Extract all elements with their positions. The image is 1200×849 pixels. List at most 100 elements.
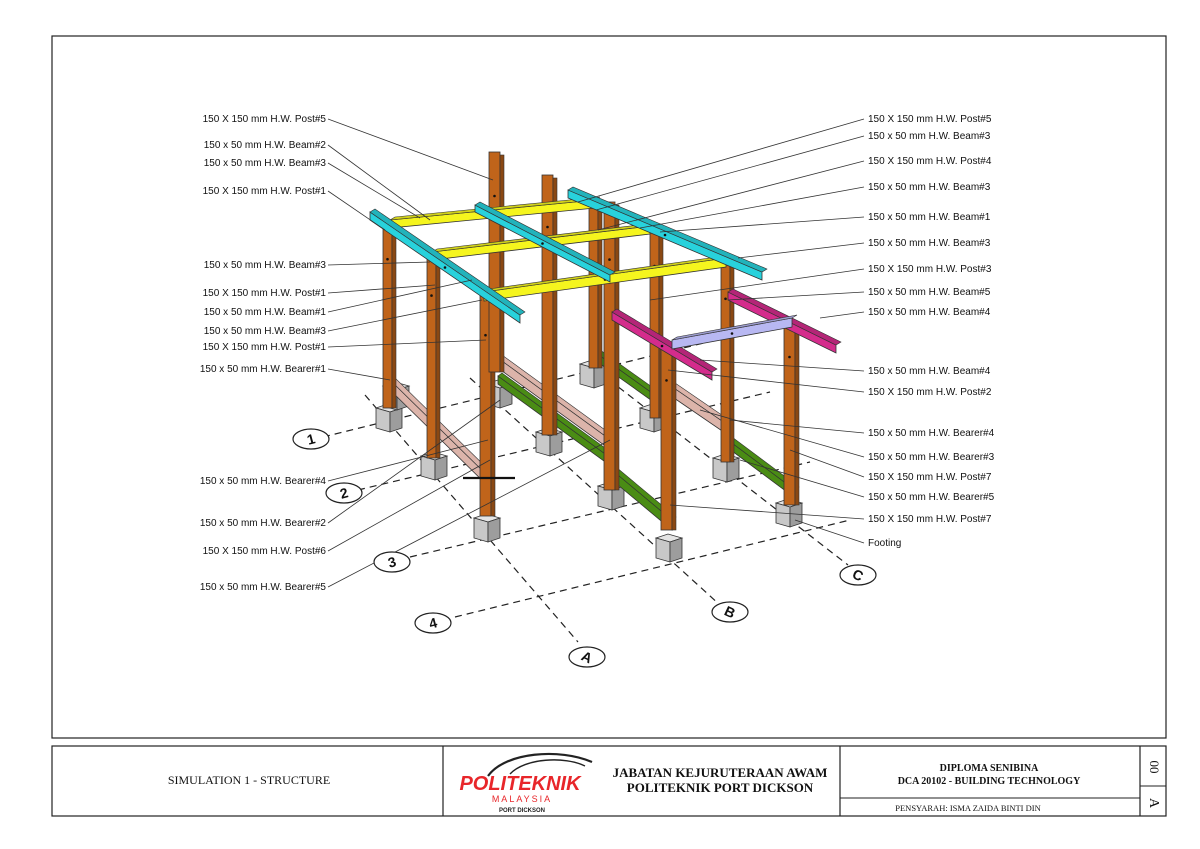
label-left: 150 x 50 mm H.W. Bearer#2 bbox=[200, 518, 327, 529]
post-bolt bbox=[724, 297, 727, 301]
leader-line bbox=[649, 268, 865, 301]
beam-cyan bbox=[567, 186, 768, 281]
label-left: 150 x 50 mm H.W. Bearer#1 bbox=[200, 364, 327, 375]
grid-bubble-number bbox=[325, 482, 363, 504]
label-right: 150 x 50 mm H.W. Beam#4 bbox=[868, 366, 991, 377]
label-left: 150 x 50 mm H.W. Beam#1 bbox=[204, 307, 327, 318]
label-right: 150 X 150 mm H.W. Post#7 bbox=[868, 472, 992, 483]
leader-line bbox=[327, 190, 386, 231]
label-right: 150 x 50 mm H.W. Beam#1 bbox=[868, 212, 991, 223]
leader-line bbox=[789, 449, 865, 478]
title-block-frame bbox=[51, 745, 1167, 817]
post-front bbox=[488, 151, 501, 373]
leader-line bbox=[327, 261, 431, 266]
post-bolt bbox=[608, 258, 611, 261]
label-left: 150 X 150 mm H.W. Post#5 bbox=[203, 114, 327, 125]
leader-line bbox=[327, 284, 436, 294]
beams bbox=[369, 186, 842, 381]
leader-line bbox=[577, 118, 865, 203]
post-front bbox=[603, 201, 616, 491]
beam-magenta bbox=[611, 308, 718, 381]
label-right: 150 X 150 mm H.W. Post#3 bbox=[868, 264, 992, 275]
leader-line bbox=[327, 162, 421, 219]
logo-main-text: POLITEKNIK bbox=[459, 773, 582, 795]
post-bolt bbox=[430, 294, 433, 297]
leader-line bbox=[669, 504, 865, 520]
leader-line bbox=[794, 519, 865, 544]
labels-left: 150 X 150 mm H.W. Post#5 150 x 50 mm H.W.… bbox=[200, 114, 327, 593]
beam-cyan bbox=[369, 208, 526, 324]
grid-number-label: 3 bbox=[386, 553, 398, 571]
revision-letter: A bbox=[1146, 798, 1161, 809]
label-right: 150 x 50 mm H.W. Beam#3 bbox=[868, 238, 991, 249]
leader-line bbox=[595, 135, 865, 211]
beam-cyan bbox=[474, 201, 616, 283]
leader-line bbox=[327, 299, 483, 332]
post bbox=[660, 342, 677, 531]
leader-line bbox=[597, 160, 865, 231]
politeknik-logo: POLITEKNIK MALAYSIA PORT DICKSON bbox=[459, 752, 593, 814]
department-line2: POLITEKNIK PORT DICKSON bbox=[627, 780, 814, 795]
label-right: 150 x 50 mm H.W. Beam#4 bbox=[868, 307, 991, 318]
post-bolt bbox=[788, 355, 791, 359]
post-side bbox=[391, 224, 397, 409]
grid-number-label: 4 bbox=[427, 614, 439, 632]
leader-line bbox=[737, 242, 865, 259]
beam-magenta-bolt bbox=[660, 344, 664, 348]
label-left: 150 X 150 mm H.W. Post#6 bbox=[203, 546, 327, 557]
label-left: 150 X 150 mm H.W. Post#1 bbox=[203, 186, 327, 197]
leader-line bbox=[659, 216, 865, 233]
post-front bbox=[541, 174, 554, 436]
post-side bbox=[552, 177, 558, 436]
drawing-frame bbox=[51, 35, 1167, 739]
label-right: 150 x 50 mm H.W. Bearer#4 bbox=[868, 428, 995, 439]
post-side bbox=[499, 154, 505, 373]
course-line2: DCA 20102 - BUILDING TECHNOLOGY bbox=[898, 776, 1081, 787]
label-left: 150 X 150 mm H.W. Post#1 bbox=[203, 342, 327, 353]
label-right: 150 X 150 mm H.W. Post#5 bbox=[868, 114, 992, 125]
label-right: 150 X 150 mm H.W. Post#7 bbox=[868, 514, 992, 525]
post-front bbox=[783, 319, 796, 506]
grid-bubble-letter bbox=[839, 564, 877, 586]
post-front bbox=[382, 221, 393, 409]
footing-right bbox=[669, 537, 683, 563]
grid-bubble-number bbox=[373, 551, 411, 573]
leader-line bbox=[327, 459, 491, 552]
leader-line bbox=[327, 399, 501, 524]
grid-bubble-letter bbox=[711, 601, 749, 623]
footing-right bbox=[611, 485, 625, 511]
label-right: 150 X 150 mm H.W. Post#2 bbox=[868, 387, 992, 398]
leader-line bbox=[699, 409, 865, 458]
leader-line bbox=[727, 291, 865, 301]
post bbox=[541, 174, 558, 436]
leader-lines bbox=[327, 118, 865, 588]
footing-right bbox=[434, 455, 448, 481]
footing-left bbox=[420, 455, 436, 481]
label-right: 150 x 50 mm H.W. Bearer#5 bbox=[868, 492, 995, 503]
footing-left bbox=[473, 517, 489, 543]
department-line1: JABATAN KEJURUTERAAN AWAM bbox=[613, 765, 828, 780]
footing-right bbox=[726, 457, 740, 483]
label-right: Footing bbox=[868, 538, 901, 549]
post bbox=[488, 151, 505, 373]
beam-cyan-top bbox=[474, 201, 616, 276]
post-front bbox=[660, 342, 673, 531]
leader-line bbox=[327, 279, 473, 313]
footings bbox=[374, 359, 804, 563]
beam-yellow-top bbox=[389, 196, 601, 221]
label-left: 150 x 50 mm H.W. Beam#3 bbox=[204, 260, 327, 271]
course-line1: DIPLOMA SENIBINA bbox=[940, 763, 1039, 774]
footing-right bbox=[549, 431, 563, 457]
label-right: 150 x 50 mm H.W. Beam#5 bbox=[868, 287, 991, 298]
beam-cyan-top bbox=[567, 186, 768, 273]
post-bolt bbox=[665, 379, 668, 382]
beam-cyan-bolt bbox=[541, 242, 544, 245]
logo-sub-text: MALAYSIA bbox=[492, 794, 552, 804]
leader-line bbox=[729, 419, 865, 434]
label-left: 150 x 50 mm H.W. Bearer#4 bbox=[200, 476, 327, 487]
leader-line bbox=[327, 439, 489, 482]
leader-line bbox=[327, 144, 431, 221]
label-right: 150 x 50 mm H.W. Beam#3 bbox=[868, 182, 991, 193]
